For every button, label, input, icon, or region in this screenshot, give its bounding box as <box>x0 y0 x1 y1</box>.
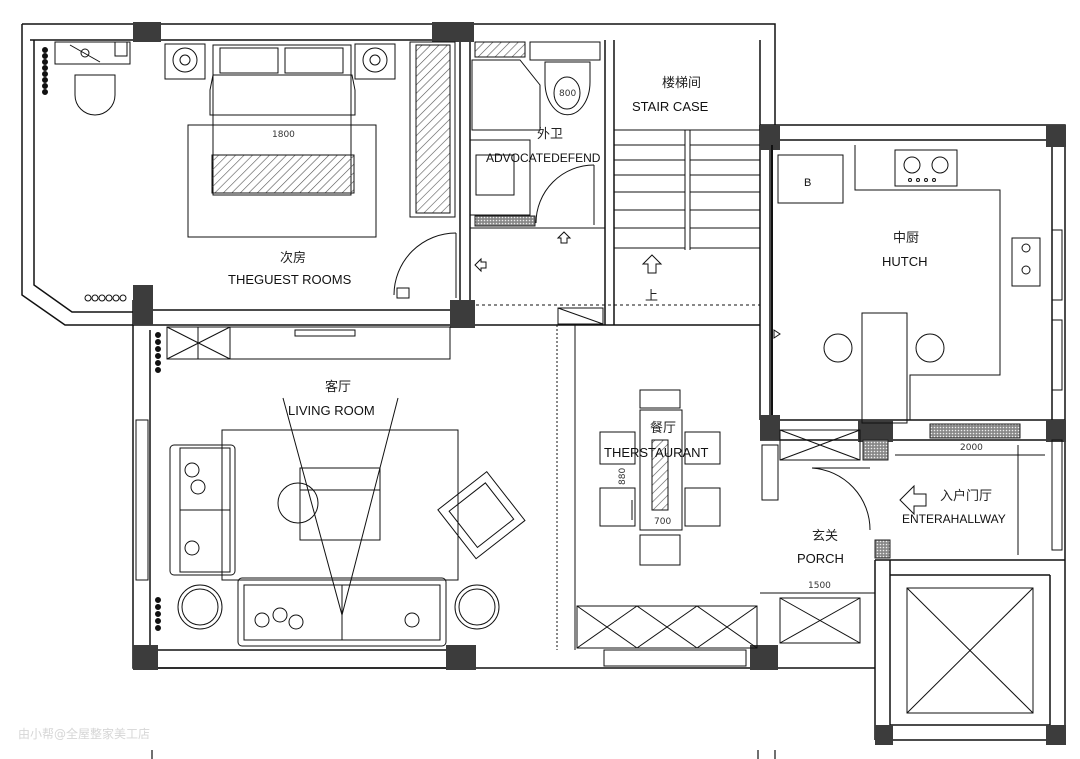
guest-room <box>42 41 457 302</box>
guest-room-en-label: THEGUEST ROOMS <box>228 272 352 287</box>
dining-area <box>576 389 758 667</box>
fridge-label: B <box>804 177 811 189</box>
entry-hall-dim-label: 2000 <box>960 443 983 453</box>
kitchen-cn-label: 中厨 <box>893 231 919 246</box>
bathroom <box>469 41 604 325</box>
watermark: 由小帮@全屋整家美工店 <box>18 727 151 741</box>
dining-dim-h-label: 700 <box>654 517 671 527</box>
staircase <box>614 129 760 274</box>
walls <box>21 23 1066 741</box>
porch-dim-label: 1500 <box>808 581 831 591</box>
entry-hall-en-label: ENTERAHALLWAY <box>902 512 1006 526</box>
entry-hall-cn-label: 入户门厅 <box>940 488 992 504</box>
dining-dim-v-label: 880 <box>618 468 628 485</box>
labels: 1800 次房 THEGUEST ROOMS 外卫 ADVOCATEDEFEND… <box>228 76 1006 591</box>
toilet-dim-label: 800 <box>559 89 576 99</box>
guest-room-dim-label: 1800 <box>272 130 295 140</box>
living-room-en-label: LIVING ROOM <box>288 403 375 418</box>
kitchen-en-label: HUTCH <box>882 254 928 269</box>
guest-room-cn-label: 次房 <box>280 250 306 266</box>
living-room-cn-label: 客厅 <box>325 379 351 395</box>
dining-cn-label: 餐厅 <box>650 420 676 436</box>
porch-cn-label: 玄关 <box>812 529 838 544</box>
columns <box>133 22 1066 745</box>
bathroom-cn-label: 外卫 <box>537 127 563 142</box>
dining-en-label: THERSTAURANT <box>604 445 709 460</box>
stair-cn-label: 楼梯间 <box>662 76 701 91</box>
ticks <box>151 750 776 759</box>
living-room <box>135 326 526 647</box>
porch-en-label: PORCH <box>797 551 844 566</box>
stair-en-label: STAIR CASE <box>632 99 709 114</box>
stair-up-label: 上 <box>645 289 658 304</box>
kitchen <box>771 145 1063 551</box>
entry <box>760 429 1045 714</box>
hatched-walls <box>474 215 1021 559</box>
bathroom-en-label: ADVOCATEDEFEND <box>486 151 601 165</box>
